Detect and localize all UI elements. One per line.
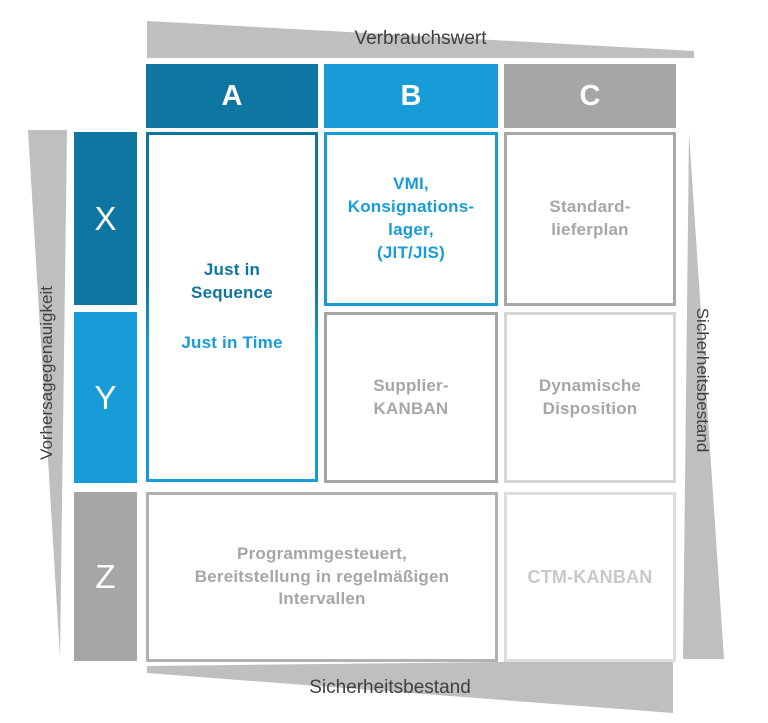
column-header-c: C (504, 64, 676, 128)
row-header-x-label: X (94, 199, 117, 237)
column-header-c-label: C (579, 79, 601, 112)
row-header-z: Z (74, 492, 137, 661)
column-header-a: A (146, 64, 318, 128)
axis-label-bottom: Sicherheitsbestand (309, 677, 471, 698)
row-header-x: X (74, 132, 137, 305)
row-header-z-label: Z (95, 557, 116, 595)
column-header-b-label: B (400, 79, 422, 112)
column-header-a-label: A (221, 79, 243, 112)
bottom-arrow-shape (147, 660, 673, 713)
cell-b-y-supplier-kanban: Supplier- KANBAN (324, 312, 498, 483)
left-arrow-shape (28, 130, 67, 657)
axis-label-top: Verbrauchswert (354, 28, 487, 49)
axis-label-right: Sicherheitsbestand (693, 307, 712, 453)
row-header-y-label: Y (94, 378, 117, 416)
column-header-b: B (324, 64, 498, 128)
cell-c-x-standardlieferplan: Standard- lieferplan (504, 132, 676, 306)
row-header-y: Y (74, 312, 137, 483)
cell-a-xy-text-just-in-sequence: Just in Sequence (191, 259, 273, 302)
cell-ab-z-programmgesteuert: Programmgesteuert, Bereitstellung in reg… (146, 492, 498, 662)
top-arrow-shape (147, 21, 694, 58)
cell-b-x-vmi-konsignationslager: VMI, Konsignations- lager, (JIT/JIS) (324, 132, 498, 306)
cell-a-xy-just-in-sequence-time: Just in Sequence Just in Time (146, 132, 318, 482)
cell-a-xy-text-just-in-time: Just in Time (181, 333, 283, 353)
cell-c-z-ctm-kanban: CTM-KANBAN (504, 492, 676, 662)
cell-c-y-dynamische-disposition: Dynamische Disposition (504, 312, 676, 483)
axis-label-left: Vorhersagegenauigkeit (37, 286, 56, 460)
right-arrow-shape (683, 133, 724, 659)
